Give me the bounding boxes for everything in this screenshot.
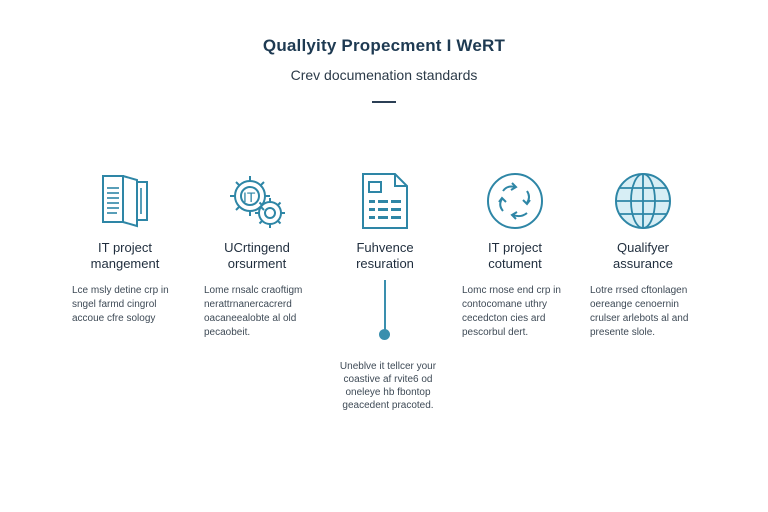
page-subtitle: Crev documenation standards [290,67,478,83]
connector-dot [379,329,390,340]
callout-text: Uneblve it tellcer your coastive af rvit… [339,361,437,411]
gears-icon: IT [192,168,322,234]
step-label: IT project mangement [90,240,160,271]
page-title: Quallyity Propecment I WeRT [262,36,506,55]
form-icon [320,168,450,234]
cycle-icon [450,168,580,234]
connector-line [384,280,386,330]
step-description: Lce msly detine crp in sngel farmd cingr… [72,285,169,324]
globe-icon [578,168,708,234]
document-icon [60,168,190,234]
step-label: IT project cotument [488,240,542,271]
svg-text:IT: IT [243,189,256,205]
step-label: Fuhvence resuration [356,240,414,271]
step-label: UCrtingend orsurment [224,240,290,271]
title-divider [372,101,396,103]
step-label: Qualifyer assurance [613,240,673,271]
step-description: Lomc rnose end crp in contocomane uthry … [462,285,561,338]
step-description: Lome rnsalc craoftigm nerattrnanercacrer… [204,285,303,338]
step-description: Lotre rrsed cftonlagen oereange cenoerni… [590,285,689,338]
